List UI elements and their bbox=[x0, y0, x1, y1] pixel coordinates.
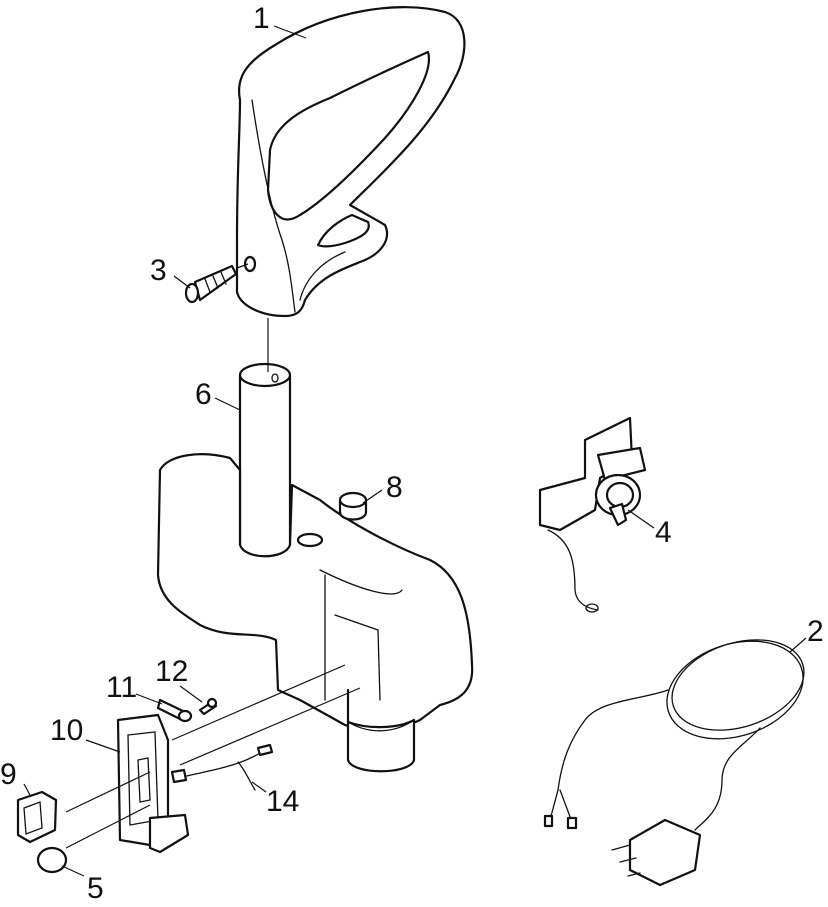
part-6-tube bbox=[238, 362, 292, 570]
callout-11: 11 bbox=[106, 671, 137, 704]
callout-3: 3 bbox=[150, 254, 167, 287]
callout-9: 9 bbox=[0, 758, 17, 791]
callout-6: 6 bbox=[195, 378, 212, 411]
callout-12: 12 bbox=[155, 655, 188, 688]
callout-2: 2 bbox=[807, 615, 824, 648]
callout-5: 5 bbox=[87, 872, 104, 905]
part-2-power-cord bbox=[543, 639, 805, 887]
callout-leaders bbox=[23, 25, 807, 877]
callout-10: 10 bbox=[50, 714, 83, 747]
callout-8: 8 bbox=[386, 471, 403, 504]
part-10-switch-housing bbox=[116, 713, 190, 854]
part-12-screw bbox=[198, 697, 218, 716]
callout-1: 1 bbox=[253, 2, 270, 35]
callout-14: 14 bbox=[266, 785, 299, 818]
part-5-knob bbox=[36, 846, 68, 874]
main-housing bbox=[156, 453, 474, 773]
assembly-lines bbox=[65, 263, 361, 849]
part-3-screw bbox=[184, 264, 238, 304]
part-14-wire bbox=[170, 743, 274, 791]
part-9-rocker-switch bbox=[16, 790, 58, 844]
part-4-bracket bbox=[538, 416, 647, 613]
part-8-cap bbox=[338, 491, 368, 521]
part-1-handle bbox=[235, 6, 466, 318]
part-11-pin bbox=[156, 698, 193, 723]
callout-4: 4 bbox=[655, 516, 672, 549]
